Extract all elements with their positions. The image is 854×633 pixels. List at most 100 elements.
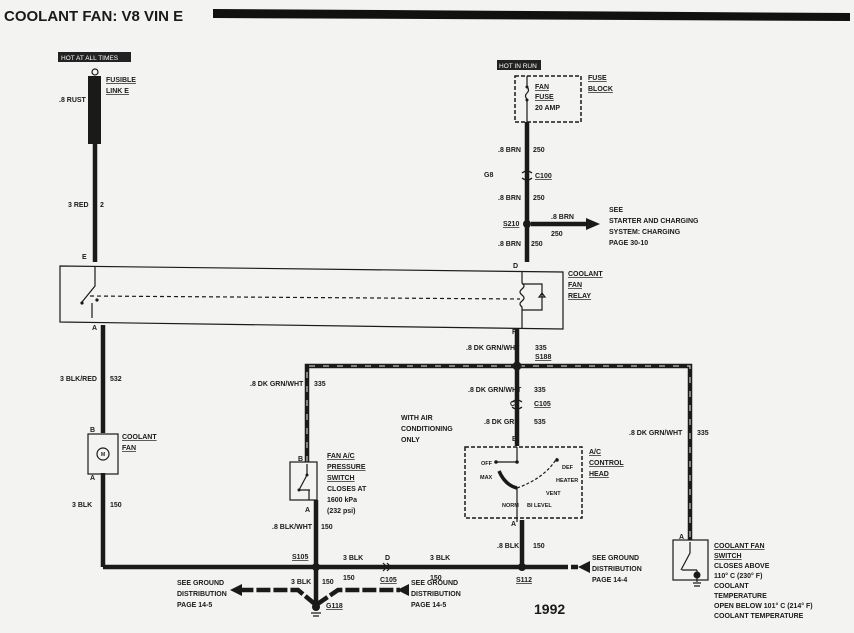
- reference-link[interactable]: PAGE 14-5: [411, 602, 446, 609]
- connector-label: C105: [534, 401, 551, 408]
- reference-link[interactable]: PAGE 14-4: [592, 577, 627, 584]
- wire-label: 3 BLK: [430, 555, 450, 562]
- note: CONDITIONING: [401, 426, 453, 433]
- connector-c100-icon: [521, 170, 533, 181]
- reference-link[interactable]: SEE GROUND: [411, 580, 458, 587]
- pin-label: A: [511, 521, 516, 528]
- circuit-label: 250: [533, 147, 545, 154]
- connector-c105-icon: [511, 399, 523, 410]
- arrow-left-icon[interactable]: [397, 584, 409, 596]
- wire-label: 3 BLK/RED: [60, 376, 97, 383]
- motor-icon: [96, 447, 110, 461]
- circuit-label: 535: [534, 419, 546, 426]
- arrow-left-icon[interactable]: [230, 584, 242, 596]
- relay-label: COOLANT: [568, 271, 603, 278]
- wire-ground-right: [314, 587, 400, 607]
- wire-label: .8 BRN: [551, 214, 574, 221]
- reference-link[interactable]: SEE GROUND: [592, 555, 639, 562]
- wire-label: .8 BLK: [497, 543, 519, 550]
- switch-spec: COOLANT: [714, 583, 749, 590]
- pin-label: G8: [484, 172, 493, 179]
- relay-actuator-line: [89, 295, 521, 300]
- control-head-label-2: CONTROL: [589, 460, 624, 467]
- fuse-label-2: FUSE: [535, 94, 554, 101]
- switch-spec: 110° C (230° F): [714, 572, 762, 580]
- reference-link[interactable]: DISTRIBUTION: [592, 566, 642, 573]
- mode-label: VENT: [546, 491, 561, 497]
- circuit-label: 250: [551, 231, 563, 238]
- arrow-right-icon[interactable]: [586, 218, 600, 230]
- mode-label: NORM: [502, 503, 519, 509]
- splice-s112: [518, 563, 526, 571]
- control-head-label: A/C: [589, 449, 601, 456]
- pin-label: A: [305, 507, 310, 514]
- circuit-label: 532: [110, 376, 122, 383]
- wire-label: .8 BLK/WHT: [272, 524, 313, 531]
- fusible-link-label: FUSIBLE: [106, 77, 136, 84]
- reference-link[interactable]: SEE GROUND: [177, 580, 224, 587]
- pressure-switch-label-2: PRESSURE: [327, 464, 366, 471]
- reference-link[interactable]: STARTER AND CHARGING: [609, 218, 699, 225]
- relay-switch-icon: [81, 266, 96, 318]
- reference-link[interactable]: DISTRIBUTION: [177, 591, 227, 598]
- wire-label: 3 BLK: [291, 579, 311, 586]
- relay-label-2: FAN: [568, 282, 582, 289]
- hot-in-run-label-box: [497, 60, 541, 70]
- wire-label: .8 DK GRN/WHT: [629, 430, 683, 437]
- pressure-switch-label: FAN A/C: [327, 453, 355, 460]
- coolant-fan-switch-box: [672, 539, 709, 581]
- note: ONLY: [401, 437, 420, 444]
- circuit-label: 150: [110, 502, 122, 509]
- model-year: 1992: [534, 601, 565, 617]
- wire-ground-left: [240, 587, 318, 607]
- relay-label-3: RELAY: [568, 293, 591, 300]
- fusible-link: [88, 76, 101, 144]
- connector-label: C100: [535, 173, 552, 180]
- fusible-link-label-2: LINK E: [106, 88, 129, 95]
- pin-label: C: [510, 401, 515, 408]
- pin-label: A: [679, 534, 684, 541]
- pin-label: D: [385, 555, 390, 562]
- coolant-switch-label: COOLANT FAN: [714, 543, 765, 550]
- wire-label: .8 BRN: [498, 147, 521, 154]
- control-head-label-3: HEAD: [589, 471, 609, 478]
- switch-spec: CLOSES AT: [327, 486, 367, 493]
- circuit-label: 250: [533, 195, 545, 202]
- circuit-label: 250: [531, 241, 543, 248]
- hot-at-all-times-label-box: [58, 52, 131, 62]
- reference-link[interactable]: PAGE 14-5: [177, 602, 212, 609]
- page-title: COOLANT FAN: V8 VIN E: [4, 8, 183, 25]
- reference-link[interactable]: DISTRIBUTION: [411, 591, 461, 598]
- fuse-block-label: FUSE: [588, 75, 607, 82]
- wire-label: .8 BRN: [498, 241, 521, 248]
- splice-s188: [512, 361, 522, 371]
- wire-label: .8 DK GRN/WHT: [466, 345, 520, 352]
- ground-label: G118: [326, 603, 343, 610]
- reference-link[interactable]: SYSTEM: CHARGING: [609, 229, 681, 236]
- pressure-switch-box: [289, 461, 318, 501]
- hot-at-all-times-label: HOT AT ALL TIMES: [61, 55, 119, 62]
- circuit-label: 150: [322, 579, 334, 586]
- fuse-icon: [524, 76, 530, 122]
- reference-link[interactable]: SEE: [609, 207, 623, 214]
- connector-label: C105: [380, 577, 397, 584]
- wire-label: .8 DK GRN/WHT: [250, 381, 304, 388]
- circuit-label: 150: [343, 575, 355, 582]
- splice-label: S188: [535, 354, 551, 361]
- mode-label: MAX: [480, 475, 493, 481]
- wire-label: 3 BLK: [72, 502, 92, 509]
- reference-link[interactable]: PAGE 30-10: [609, 240, 648, 247]
- circuit-label: 335: [534, 387, 546, 394]
- splice-label: S105: [292, 554, 308, 561]
- fuse-block-box: [514, 75, 582, 123]
- arrow-left-icon[interactable]: [578, 561, 590, 573]
- wire-label: .8 RUST: [59, 97, 87, 104]
- switch-spec: COOLANT TEMPERATURE: [714, 613, 804, 620]
- circuit-label: 150: [321, 524, 333, 531]
- splice-s210: [523, 220, 531, 228]
- pin-label: B: [90, 427, 95, 434]
- motor-label: M: [101, 452, 105, 458]
- relay-coil-icon: [519, 272, 547, 329]
- switch-spec: 1600 kPa: [327, 497, 357, 504]
